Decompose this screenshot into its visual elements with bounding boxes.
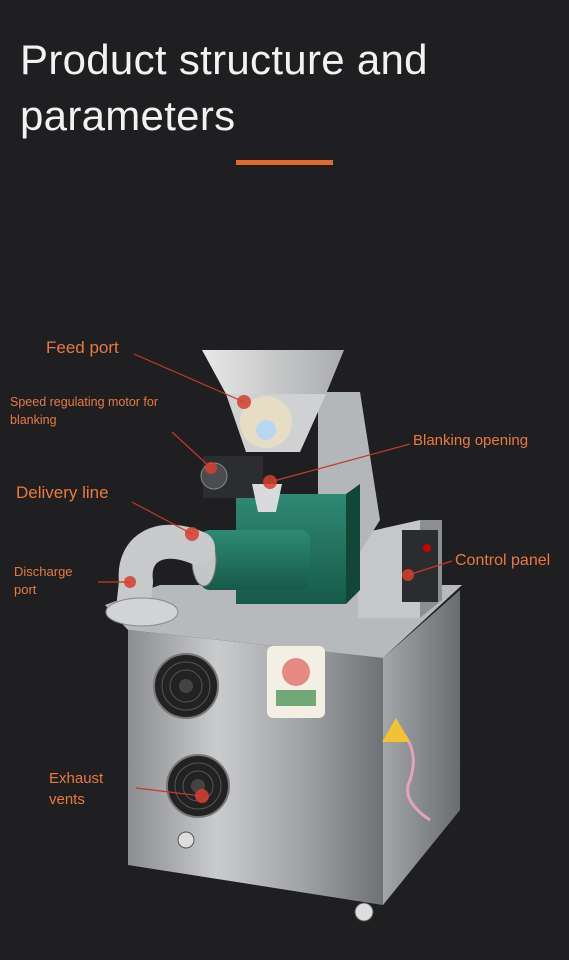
callout-control-panel: Control panel bbox=[455, 552, 551, 569]
warning-sticker bbox=[382, 718, 410, 742]
callout-delivery-line: Delivery line bbox=[16, 483, 109, 502]
title-accent-bar bbox=[236, 160, 333, 165]
exhaust-fan-top bbox=[153, 653, 219, 719]
caster-wheels bbox=[177, 831, 374, 922]
callout-exhaust-vents: Exhaust vents bbox=[49, 770, 104, 808]
callout-blanking-opening: Blanking opening bbox=[413, 432, 529, 449]
exhaust-fan-bottom bbox=[166, 754, 230, 818]
cabinet bbox=[105, 585, 462, 905]
feed-hopper bbox=[202, 350, 344, 452]
page-title: Product structure and parameters bbox=[20, 36, 428, 139]
callout-dots bbox=[124, 395, 414, 803]
callout-feed-port: Feed port bbox=[46, 338, 119, 357]
discharge-pipe bbox=[105, 524, 215, 627]
power-cable bbox=[398, 728, 431, 822]
control-box bbox=[358, 520, 442, 618]
callout-speed-motor: Speed regulating motor for blanking bbox=[10, 395, 159, 427]
callout-discharge-port: Discharge port bbox=[14, 564, 73, 597]
blanking-funnel bbox=[252, 484, 282, 512]
